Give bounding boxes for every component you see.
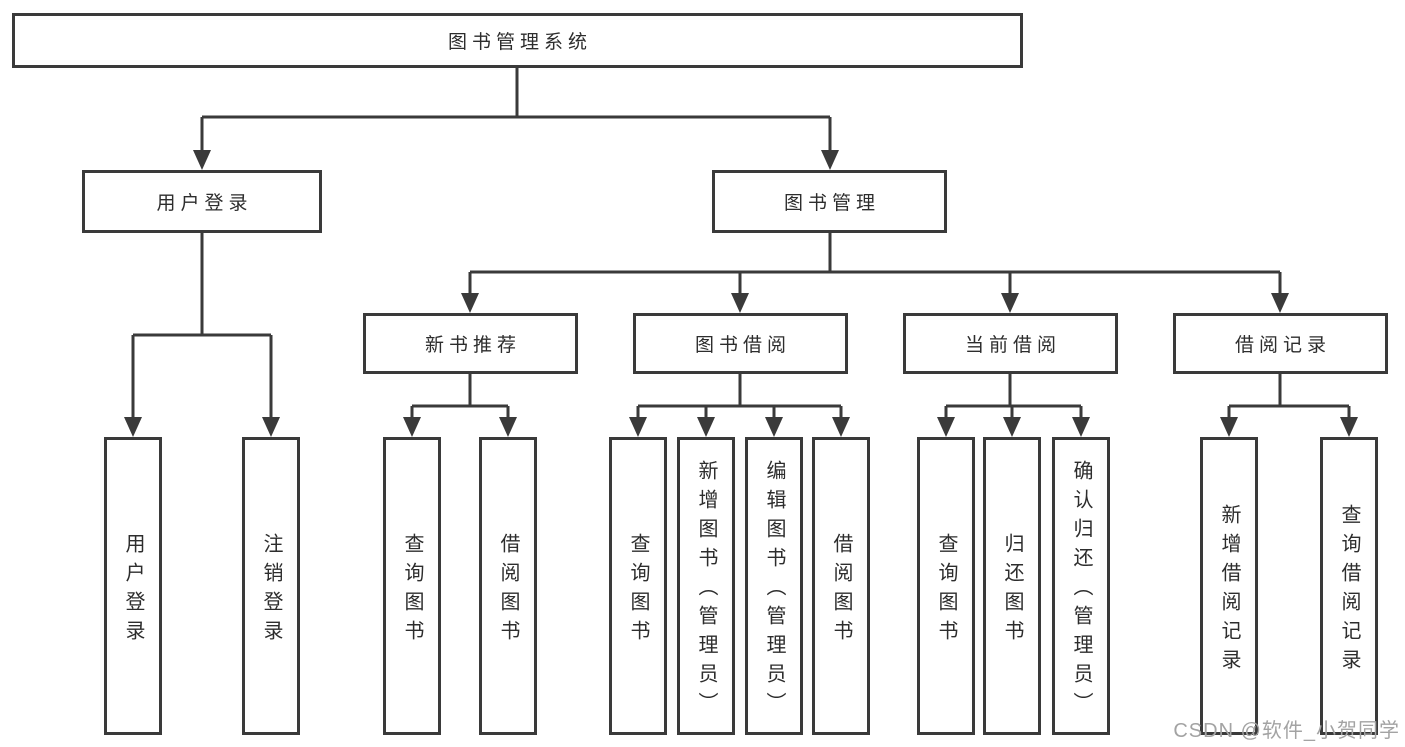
connector-book-mgmt-children — [461, 233, 1289, 313]
connector-new-book-children — [403, 374, 517, 437]
leaf-query-borrow-record: 查询借阅记录 — [1320, 437, 1378, 735]
node-book-borrowing: 图书借阅 — [633, 313, 848, 374]
connector-current-children — [937, 374, 1090, 437]
csdn-watermark: CSDN @软件_小贺同学 — [1173, 720, 1400, 742]
leaf-borrow-books: 借阅图书 — [812, 437, 870, 735]
node-new-book-recommendation: 新书推荐 — [363, 313, 578, 374]
node-borrowing-records: 借阅记录 — [1173, 313, 1388, 374]
leaf-return-books: 归还图书 — [983, 437, 1041, 735]
connector-borrowing-children — [629, 374, 850, 437]
leaf-borrow-books-recommend: 借阅图书 — [479, 437, 537, 735]
leaf-add-borrow-record: 新增借阅记录 — [1200, 437, 1258, 735]
leaf-query-books-recommend: 查询图书 — [383, 437, 441, 735]
leaf-edit-books-admin: 编辑图书（管理员） — [745, 437, 803, 735]
node-user-login: 用户登录 — [82, 170, 322, 233]
connector-records-children — [1220, 374, 1358, 437]
node-book-management: 图书管理 — [712, 170, 947, 233]
leaf-confirm-return-admin: 确认归还（管理员） — [1052, 437, 1110, 735]
leaf-query-books-current: 查询图书 — [917, 437, 975, 735]
leaf-add-books-admin: 新增图书（管理员） — [677, 437, 735, 735]
leaf-user-login: 用户登录 — [104, 437, 162, 735]
node-current-borrowing: 当前借阅 — [903, 313, 1118, 374]
connector-user-login-children — [124, 233, 280, 437]
node-root-library-system: 图书管理系统 — [12, 13, 1023, 68]
leaf-query-books-borrowing: 查询图书 — [609, 437, 667, 735]
connector-root-to-level2 — [193, 68, 839, 170]
leaf-logout: 注销登录 — [242, 437, 300, 735]
